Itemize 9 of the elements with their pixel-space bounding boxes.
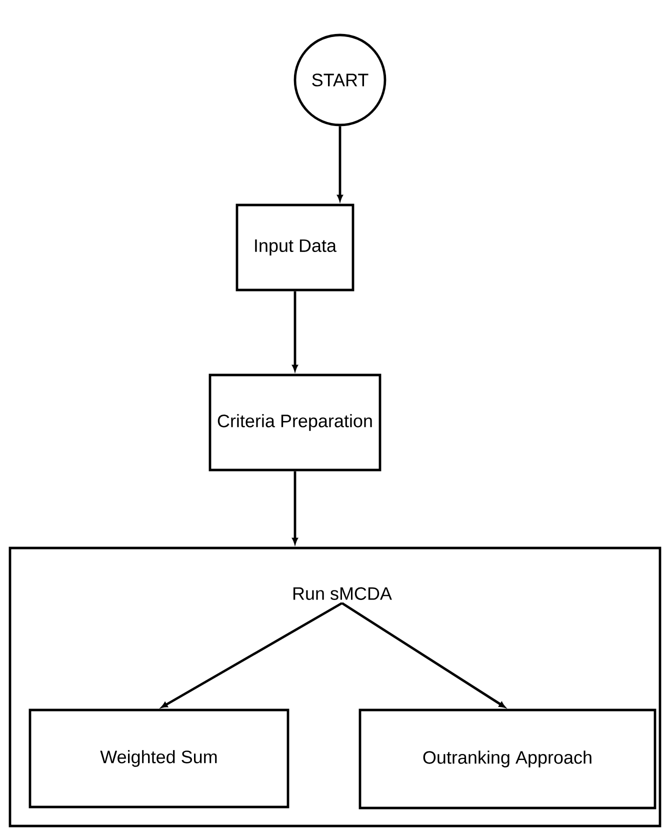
arrow xyxy=(337,126,343,202)
arrow xyxy=(341,602,506,708)
process-box: Criteria Preparation xyxy=(208,374,382,472)
process-box: Input Data xyxy=(236,204,354,292)
process-box: Weighted Sum xyxy=(28,708,290,808)
arrow xyxy=(292,291,298,372)
arrow xyxy=(292,471,298,544)
arrow xyxy=(161,602,343,708)
process-box: Outranking Approach xyxy=(358,708,656,810)
